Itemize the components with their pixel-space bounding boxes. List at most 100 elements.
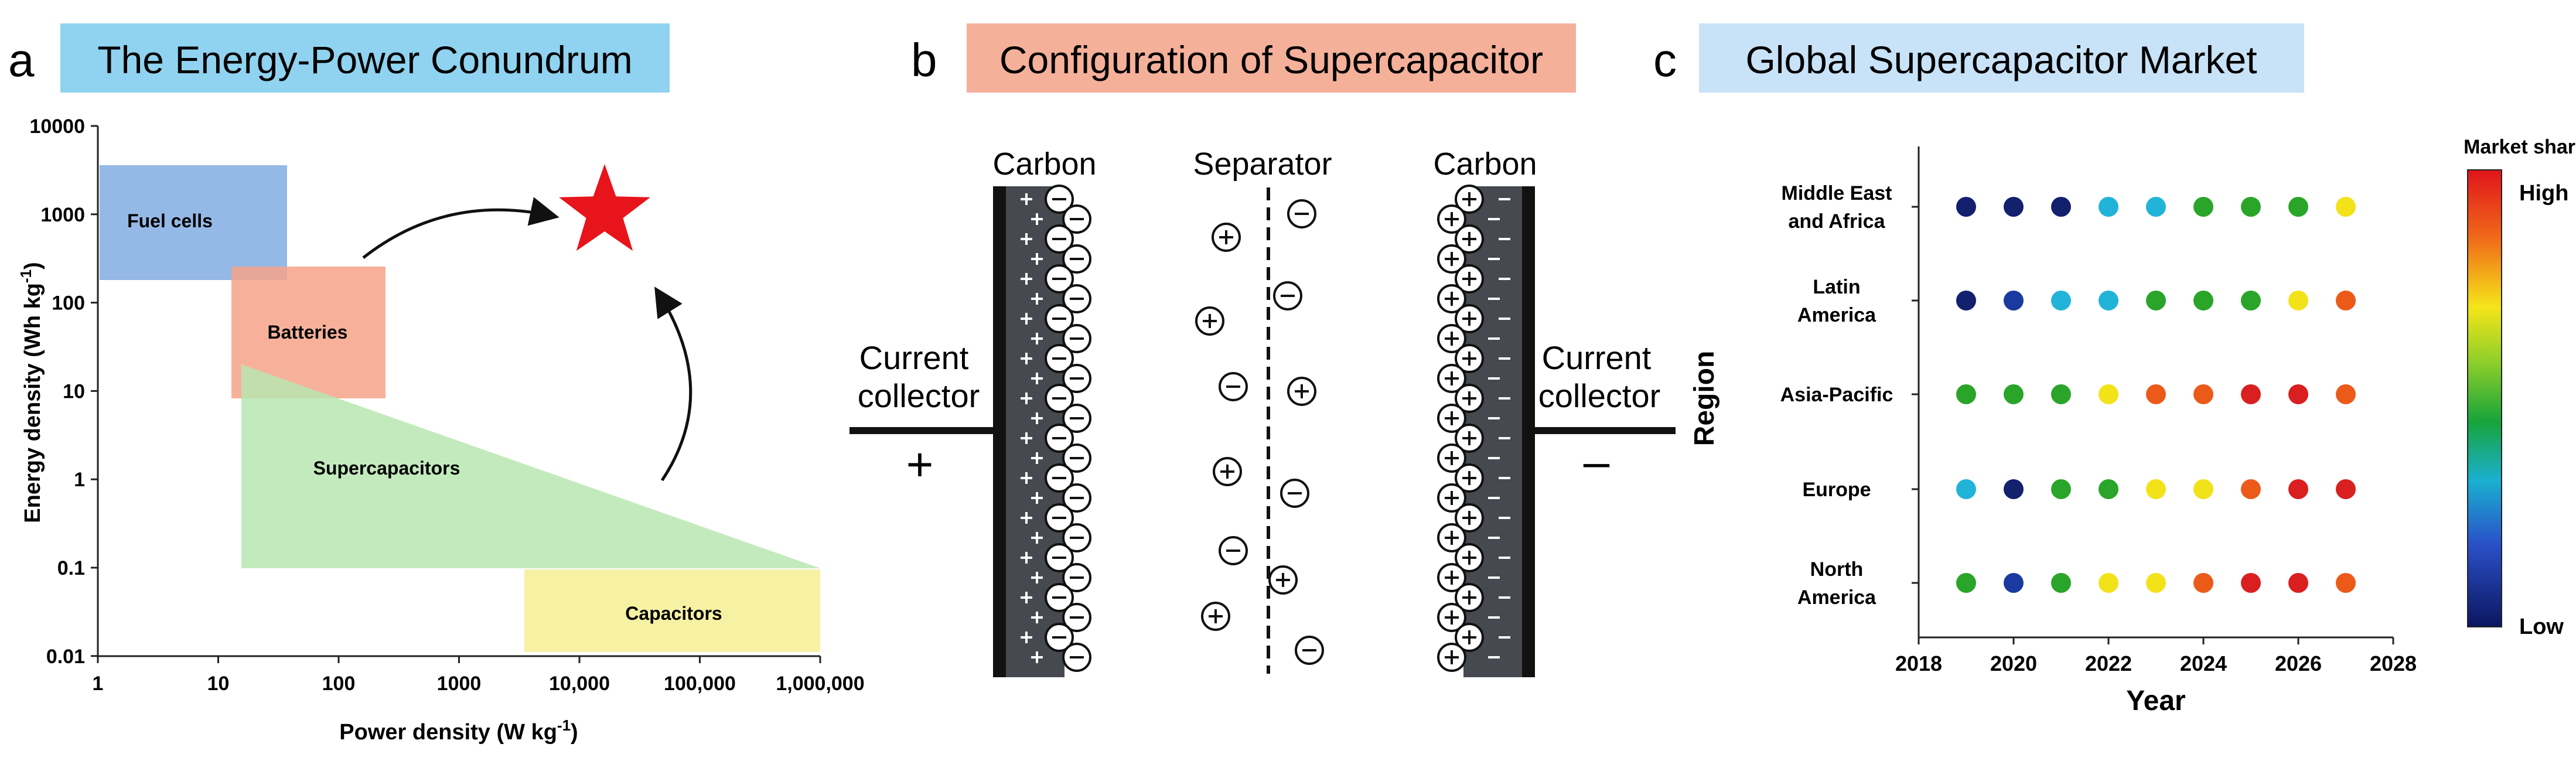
anion-icon — [1062, 643, 1091, 672]
anion-icon — [1062, 324, 1091, 353]
arrow-to-star-right — [654, 286, 692, 482]
a-xlabel-sup: -1 — [557, 716, 571, 734]
colorbar-high-label: High — [2519, 181, 2568, 206]
arrow-to-star-top — [362, 197, 559, 259]
cation-icon — [1455, 543, 1484, 572]
anion-icon — [1045, 583, 1074, 612]
market-share-dot — [2288, 479, 2308, 499]
a-x-tick-label: 100 — [322, 673, 356, 695]
c-x-tick-label: 2028 — [2370, 651, 2417, 675]
panel-c-title-bg — [1699, 23, 2304, 93]
cation-icon — [1437, 284, 1466, 313]
anion-icon — [1045, 543, 1074, 572]
market-share-dot — [2241, 573, 2261, 593]
anion-icon — [1045, 304, 1074, 333]
anion-icon — [1062, 204, 1091, 234]
cation-icon — [1437, 324, 1466, 353]
market-share-dot — [2193, 291, 2213, 310]
free-anion-icon — [1219, 372, 1248, 401]
a-x-tick-label: 1000 — [437, 673, 482, 695]
panel-a-title-bg — [60, 23, 670, 93]
electrode-charge-plus — [1031, 373, 1043, 384]
region-supercapacitors — [241, 364, 820, 568]
market-share-dot — [2099, 573, 2118, 593]
a-xlabel-main: Power density (W kg — [339, 720, 557, 745]
a-x-tick-label: 1 — [93, 673, 104, 695]
region-label-capacitors: Capacitors — [625, 603, 722, 624]
electrode-charge-plus — [1021, 512, 1032, 524]
label-current-right-2: collector — [1538, 377, 1661, 414]
electrode-charge-plus — [1031, 532, 1043, 544]
electrode-charge-plus — [1021, 313, 1032, 325]
label-current-left-1: Current — [859, 339, 969, 376]
electrode-charge-plus — [1031, 452, 1043, 464]
colorbar-title: Market share — [2464, 136, 2576, 158]
market-share-dot — [2004, 384, 2024, 404]
anion-icon — [1045, 384, 1074, 413]
a-ylabel-end: ) — [21, 262, 45, 269]
panel-c-letter: c — [1653, 34, 1677, 86]
market-share-dot — [2193, 384, 2213, 404]
panel-b-title: Configuration of Supercapacitor — [999, 38, 1543, 81]
cation-icon — [1437, 643, 1466, 672]
anion-icon — [1045, 224, 1074, 254]
free-anion-icon — [1295, 636, 1324, 665]
market-share-dot — [2336, 197, 2356, 217]
cation-icon — [1437, 404, 1466, 433]
free-cation-icon — [1287, 377, 1316, 406]
panel-a: a The Energy-Power Conundrum Fuel cells … — [8, 23, 865, 745]
market-share-dot — [2004, 291, 2024, 310]
electrode-charge-plus — [1031, 651, 1043, 663]
market-share-dot — [2336, 384, 2356, 404]
anion-icon — [1045, 185, 1074, 214]
c-x-tick-label: 2022 — [2085, 651, 2132, 675]
free-anion-icon — [1273, 281, 1302, 310]
panel-c-title: Global Supercapacitor Market — [1745, 38, 2257, 81]
market-share-dot — [2051, 197, 2071, 217]
a-x-tick-label: 10 — [207, 673, 230, 695]
electrode-charge-plus — [1021, 472, 1032, 484]
label-carbon-left: Carbon — [992, 146, 1096, 182]
market-share-dot — [2288, 291, 2308, 310]
a-x-tick-label: 10,000 — [549, 673, 610, 695]
market-share-dot — [2004, 479, 2024, 499]
c-region-label: North — [1810, 558, 1864, 581]
label-current-right-1: Current — [1542, 339, 1652, 376]
a-x-tick-label: 1,000,000 — [776, 673, 864, 695]
anion-icon — [1045, 344, 1074, 373]
cation-icon — [1455, 384, 1484, 413]
panel-b-letter: b — [911, 34, 937, 86]
c-y-axis-label: Region — [1689, 351, 1720, 446]
market-share-dot — [2241, 197, 2261, 217]
terminal-minus: – — [1584, 435, 1610, 487]
electrode-charge-plus — [1031, 253, 1043, 265]
market-share-dot — [2146, 197, 2166, 217]
market-share-dot — [2051, 573, 2071, 593]
market-share-dot — [2241, 384, 2261, 404]
cation-icon — [1437, 204, 1466, 234]
c-x-tick-label: 2026 — [2275, 651, 2322, 675]
anion-icon — [1045, 503, 1074, 533]
c-region-label: Latin — [1813, 276, 1860, 298]
cation-icon — [1455, 583, 1484, 612]
label-carbon-right: Carbon — [1433, 146, 1537, 182]
a-y-tick-label: 10 — [63, 380, 85, 402]
region-label-fuel-cells: Fuel cells — [127, 210, 213, 231]
market-share-dot — [2099, 197, 2118, 217]
ion-layer — [1021, 185, 1510, 672]
panel-a-letter: a — [8, 34, 35, 86]
cation-icon — [1455, 503, 1484, 533]
electrode-charge-plus — [1031, 612, 1043, 623]
a-ylabel-sup: -1 — [17, 269, 35, 283]
free-anion-icon — [1219, 536, 1248, 565]
c-region-label: and Africa — [1788, 210, 1885, 233]
free-cation-icon — [1213, 457, 1242, 486]
a-x-tick-label: 100,000 — [664, 673, 736, 695]
market-share-dot — [2241, 479, 2261, 499]
colorbar — [2467, 169, 2502, 627]
electrode-charge-plus — [1021, 432, 1032, 444]
c-region-label: Asia-Pacific — [1780, 384, 1893, 406]
market-share-dot — [2241, 291, 2261, 310]
market-share-dot — [2336, 573, 2356, 593]
current-collector-right — [1522, 186, 1535, 677]
